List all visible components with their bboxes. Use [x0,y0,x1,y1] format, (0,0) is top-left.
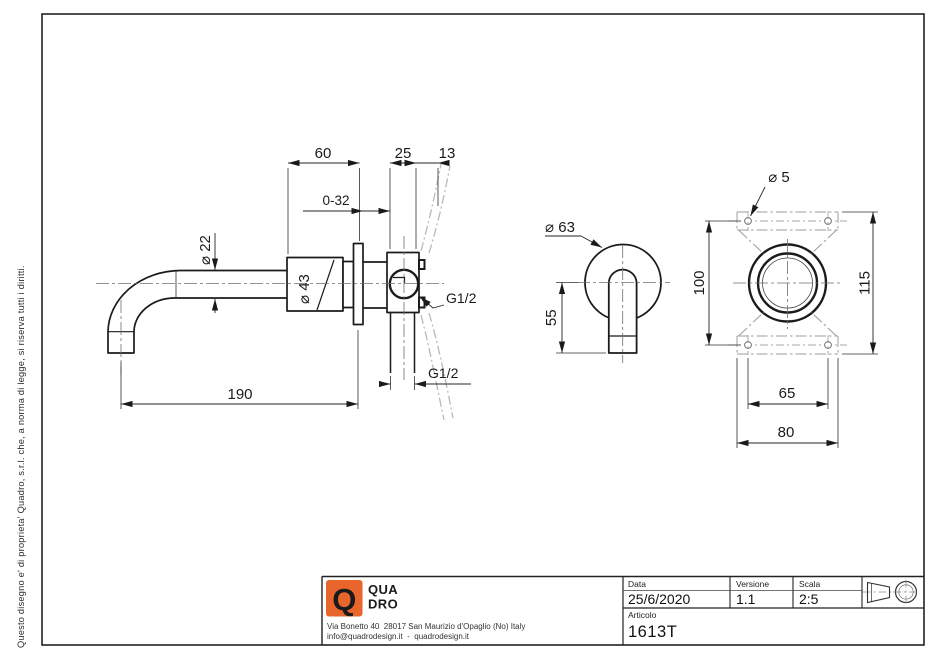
wall-break-line [420,163,442,252]
body-chamfer-line [316,259,335,311]
leader-d63 [580,235,603,248]
front-view: ⌀ 63 55 [543,219,670,363]
dim-d63-label: ⌀ 63 [545,219,575,236]
dim-60-label: 60 [315,145,332,162]
quadro-logo: Q QUA DRO [326,580,398,617]
scala-value: 2:5 [799,591,819,607]
articolo-value: 1613T [628,623,677,641]
logo-word-top: QUA [368,582,398,597]
dim-13-label: 13 [439,145,456,162]
bracket-view: ⌀ 5 115 100 65 80 [691,169,878,448]
address-line-1: Via Bonetto 40 28017 San Maurizio d'Opag… [327,622,525,631]
address-line-2: info@quadrodesign.it - quadrodesign.it [327,632,470,641]
top-mounting-plate [728,211,847,255]
logo-q-glyph: Q [332,582,356,617]
data-value: 25/6/2020 [628,591,690,607]
side-view: 60 25 13 0-32 ⌀ 22 ⌀ 43 G1/2 G1/2 190 [96,145,477,421]
logo-square [326,580,363,617]
scala-label: Scala [799,579,821,589]
bottom-mounting-plate [728,311,847,355]
valve-ball-notch [393,276,406,283]
wall-break-line [428,165,451,254]
logo-word-bottom: DRO [368,597,398,612]
mixer-body [286,256,344,312]
dim-d43-label: ⌀ 43 [296,274,313,304]
body-neck [342,260,355,309]
thread-g12-side-label: G1/2 [446,290,477,306]
versione-value: 1.1 [736,591,756,607]
versione-label: Versione [736,579,769,589]
spout-outline [107,269,291,354]
dim-80-label: 80 [778,424,795,441]
copyright-note: Questo disegno e' di proprieta' Quadro, … [16,265,26,648]
thread-g12-bottom-label: G1/2 [428,365,459,381]
dim-190-label: 190 [227,386,252,403]
dim-100-label: 100 [691,270,708,295]
first-angle-projection-symbol [862,579,920,605]
leader-g12-side [419,296,445,309]
dim-25-label: 25 [395,145,412,162]
title-block: Q QUA DRO Via Bonetto 40 28017 San Mauri… [321,575,924,645]
dim-0-32-label: 0-32 [322,193,349,208]
sheet-border [41,13,925,646]
leader-d5 [750,186,766,217]
dim-115-label: 115 [857,271,874,295]
data-label: Data [628,579,646,589]
dim-65-label: 65 [779,385,796,402]
articolo-label: Articolo [628,610,657,620]
dim-55-label: 55 [543,309,560,326]
dim-d5-label: ⌀ 5 [768,169,790,186]
valve-stub-top [418,259,426,270]
wall-break-line [428,312,454,419]
wall-flange [352,242,364,326]
dim-d22-label: ⌀ 22 [197,235,214,265]
